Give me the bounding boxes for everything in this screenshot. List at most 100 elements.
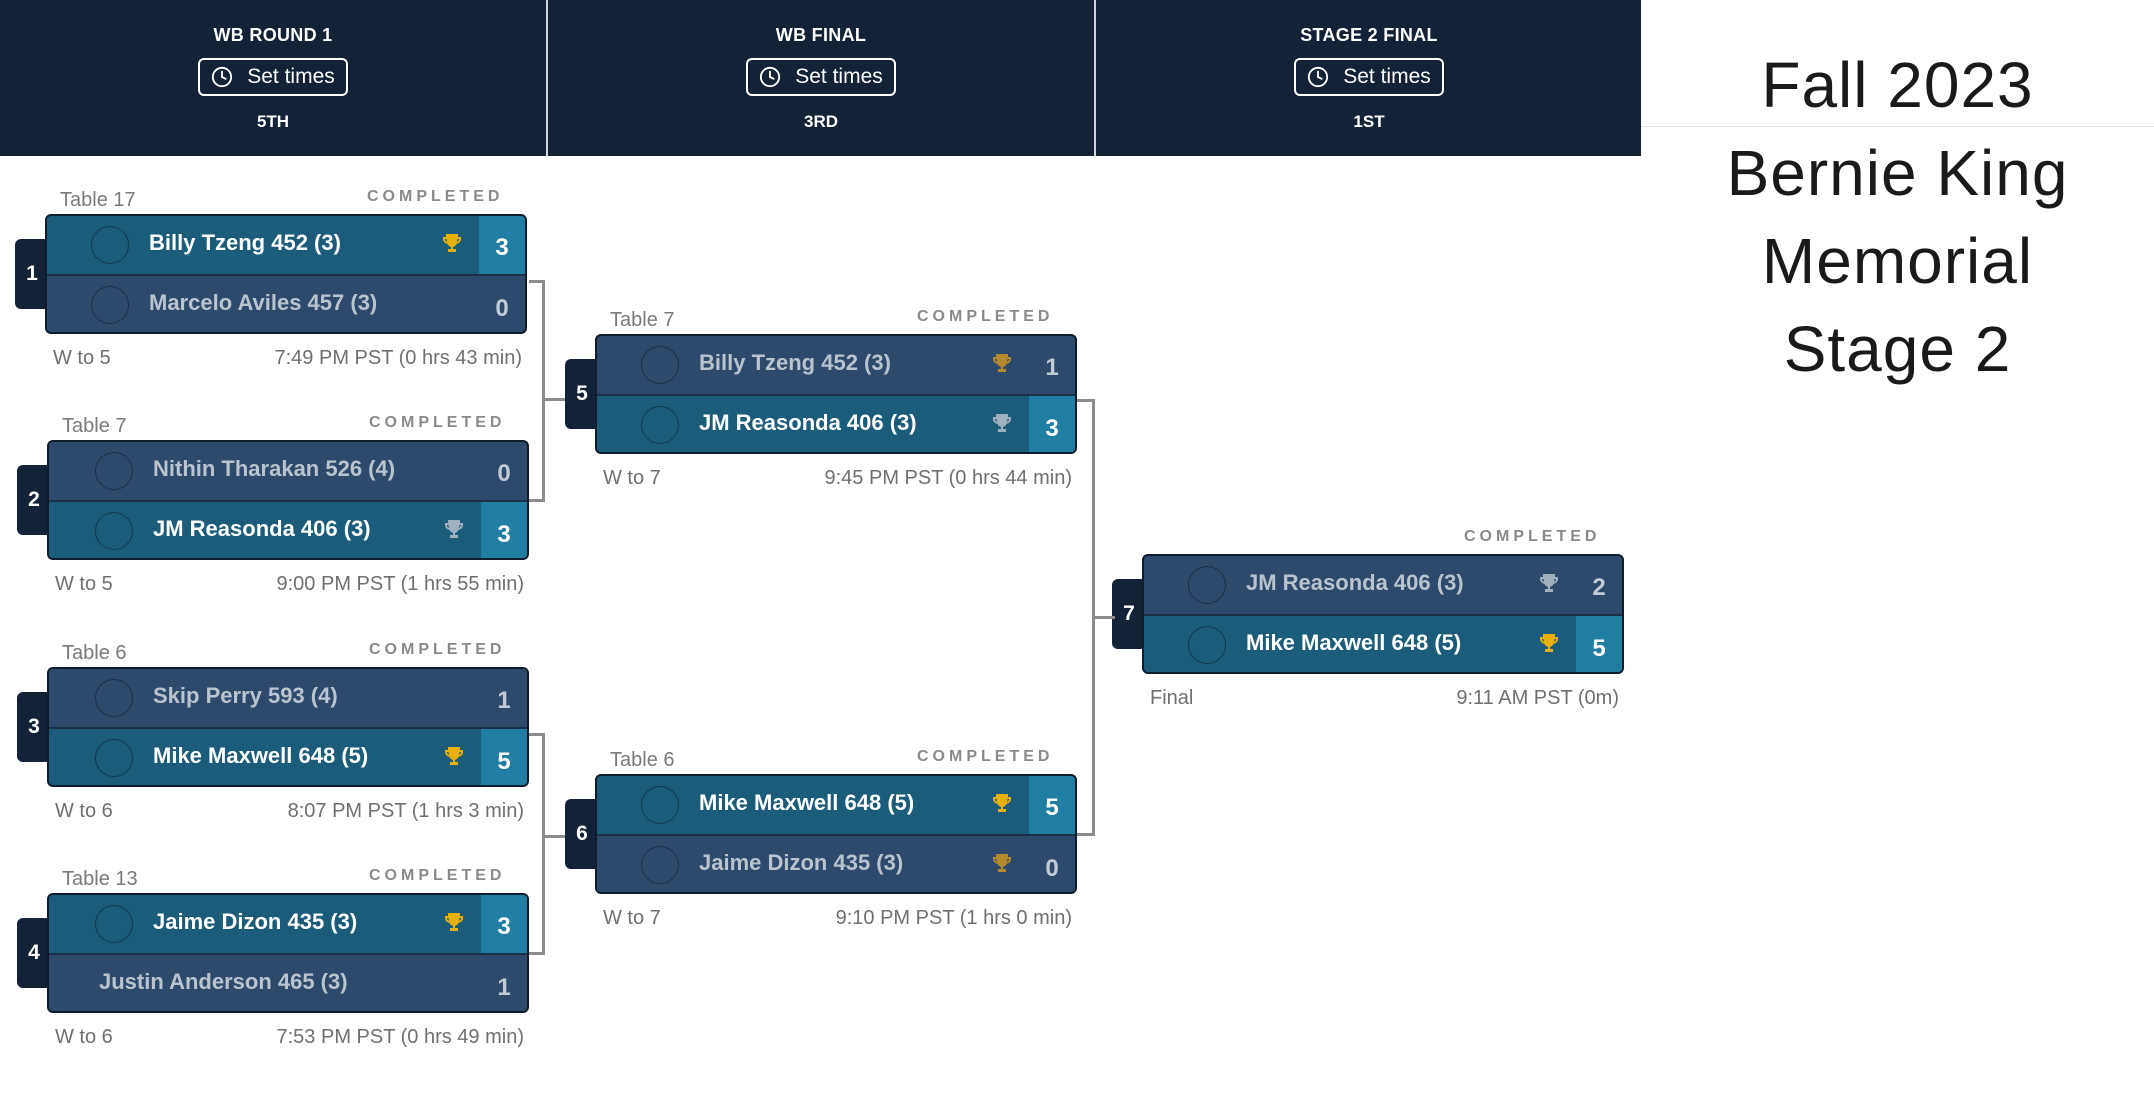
player-name: Jaime Dizon 435 (3) — [699, 850, 904, 875]
round-place: 1ST — [1353, 112, 1385, 131]
player-row[interactable]: Billy Tzeng 452 (3)3 — [47, 216, 525, 276]
set-times-button[interactable]: Set times — [198, 58, 348, 96]
player-row[interactable]: Mike Maxwell 648 (5)5 — [597, 776, 1075, 836]
next-match-label: W to 7 — [603, 907, 661, 929]
avatar — [95, 679, 133, 717]
round-place: 3RD — [803, 112, 838, 131]
round-title: WB FINAL — [775, 25, 867, 45]
bracket-header: WB ROUND 1 Set times 5TH WB FINAL Set ti… — [0, 0, 1641, 156]
round-column-header: WB FINAL Set times 3RD — [548, 0, 1094, 156]
round-column-header: WB ROUND 1 Set times 5TH — [0, 0, 546, 156]
column-divider — [546, 0, 548, 156]
player-name: JM Reasonda 406 (3) — [153, 516, 371, 541]
table-label: Table 6 — [610, 749, 675, 771]
set-times-button[interactable]: Set times — [1294, 58, 1444, 96]
player-name: Mike Maxwell 648 (5) — [1246, 630, 1462, 655]
match-time: 9:10 PM PST (1 hrs 0 min) — [835, 907, 1072, 929]
trophy-icon — [442, 910, 466, 934]
avatar — [95, 905, 133, 943]
next-match-label: W to 7 — [603, 467, 661, 489]
avatar — [95, 739, 133, 777]
player-name: Jaime Dizon 435 (3) — [153, 909, 358, 934]
match-status: COMPLETED — [369, 641, 506, 658]
avatar — [1188, 566, 1226, 604]
player-score: 3 — [481, 502, 527, 558]
next-match-label: W to 5 — [55, 573, 113, 595]
avatar — [91, 226, 129, 264]
match-time: 8:07 PM PST (1 hrs 3 min) — [287, 800, 524, 822]
title-line: Stage 2 — [1783, 313, 2012, 385]
player-row[interactable]: Nithin Tharakan 526 (4) 0 — [49, 442, 527, 502]
match-number-badge: 7 — [1112, 579, 1146, 649]
player-row[interactable]: Billy Tzeng 452 (3)1 — [597, 336, 1075, 396]
avatar — [1188, 626, 1226, 664]
player-score: 5 — [481, 729, 527, 785]
player-name: Billy Tzeng 452 (3) — [699, 350, 891, 375]
player-score: 3 — [481, 895, 527, 953]
match-number-badge: 3 — [17, 692, 51, 762]
player-score: 0 — [497, 460, 511, 487]
table-label: Table 7 — [62, 415, 127, 437]
avatar — [641, 786, 679, 824]
player-score: 1 — [497, 974, 511, 1001]
clock-icon — [760, 66, 781, 88]
trophy-icon — [990, 791, 1014, 815]
player-name: Nithin Tharakan 526 (4) — [153, 456, 396, 481]
trophy-icon — [1537, 631, 1561, 655]
next-match-label: W to 6 — [55, 1026, 113, 1048]
round-title: STAGE 2 FINAL — [1300, 25, 1438, 45]
match-number-badge: 4 — [17, 918, 51, 988]
trophy-icon — [990, 411, 1014, 435]
match-number-badge: 5 — [565, 359, 599, 429]
player-row[interactable]: Justin Anderson 465 (3) 1 — [49, 955, 527, 1011]
trophy-icon — [442, 517, 466, 541]
bracket-connector — [1077, 399, 1095, 836]
match-card[interactable]: Nithin Tharakan 526 (4) 0 JM Reasonda 406 … — [47, 440, 529, 560]
match-number-badge: 2 — [17, 465, 51, 535]
player-row[interactable]: Jaime Dizon 435 (3) 3 — [49, 895, 527, 955]
player-score: 0 — [495, 295, 509, 322]
player-row[interactable]: JM Reasonda 406 (3)3 — [597, 396, 1075, 452]
bracket-connector — [529, 280, 545, 502]
title-line: Bernie King — [1726, 137, 2069, 209]
set-times-label: Set times — [795, 65, 883, 88]
player-row[interactable]: Jaime Dizon 435 (3) 0 — [597, 836, 1075, 892]
match-time: 7:49 PM PST (0 hrs 43 min) — [274, 347, 523, 369]
clock-icon — [1308, 66, 1329, 88]
player-name: Justin Anderson 465 (3) — [99, 969, 348, 994]
player-name: JM Reasonda 406 (3) — [1246, 570, 1464, 595]
round-title: WB ROUND 1 — [213, 25, 333, 45]
player-score: 5 — [1029, 776, 1075, 834]
player-row[interactable]: JM Reasonda 406 (3) 3 — [49, 502, 527, 558]
trophy-icon — [1537, 571, 1561, 595]
clock-icon — [212, 66, 233, 88]
set-times-label: Set times — [247, 65, 335, 88]
bracket-connector-stub — [545, 835, 565, 838]
player-row[interactable]: Mike Maxwell 648 (5)5 — [49, 729, 527, 785]
player-row[interactable]: JM Reasonda 406 (3)2 — [1144, 556, 1622, 616]
bracket-connector — [529, 733, 545, 955]
next-match-label: Final — [1150, 687, 1194, 709]
player-score: 3 — [1029, 396, 1075, 452]
player-name: Marcelo Aviles 457 (3) — [149, 290, 378, 315]
player-row[interactable]: Skip Perry 593 (4)1 — [49, 669, 527, 729]
column-divider — [1094, 0, 1096, 156]
set-times-button[interactable]: Set times — [746, 58, 896, 96]
avatar — [641, 406, 679, 444]
player-score: 0 — [1045, 855, 1059, 882]
player-score: 3 — [479, 216, 525, 274]
match-time: 9:11 AM PST (0m) — [1456, 687, 1619, 709]
match-status: COMPLETED — [1464, 528, 1601, 545]
match-status: COMPLETED — [917, 308, 1054, 325]
trophy-icon — [990, 851, 1014, 875]
round-place: 5TH — [256, 112, 290, 131]
title-divider — [1641, 126, 2154, 127]
player-row[interactable]: Marcelo Aviles 457 (3) 0 — [47, 276, 525, 332]
player-row[interactable]: Mike Maxwell 648 (5)5 — [1144, 616, 1622, 672]
